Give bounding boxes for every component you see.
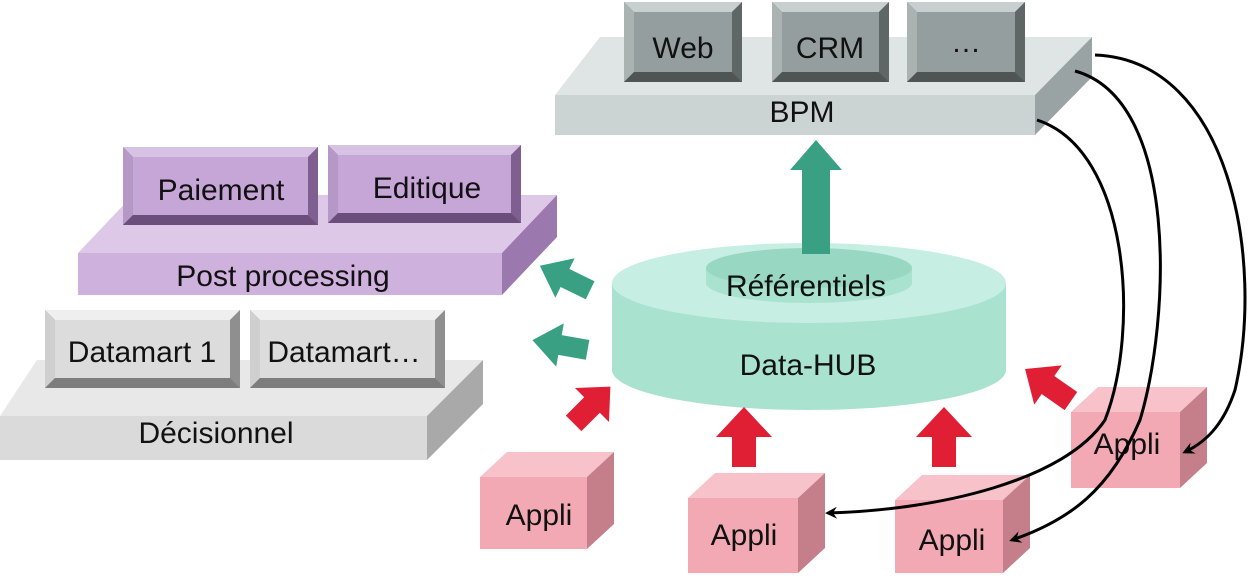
decisionnel-module-datamart-1-label: Datamart 1	[68, 336, 216, 369]
decisionnel-module-datamart-1: Datamart 1	[45, 310, 240, 388]
red-arrow-appli-3	[916, 407, 972, 467]
post-processing-module-editique: Editique	[328, 145, 521, 223]
bpm-label: BPM	[769, 96, 834, 129]
data-hub: Référentiels Data-HUB	[612, 243, 1006, 410]
decisionnel-label: Décisionnel	[138, 417, 293, 450]
bpm-to-applis-connectors	[825, 53, 1247, 543]
appli-label-1: Appli	[506, 499, 573, 532]
bpm-module-more: …	[907, 2, 1025, 82]
appli-box-1: Appli	[480, 452, 614, 549]
post-processing-module-paiement-label: Paiement	[158, 174, 285, 207]
curve-bpm-to-appli-2	[825, 118, 1126, 519]
decisionnel-layer: Décisionnel Datamart 1 Datamart…	[0, 310, 483, 460]
bpm-module-crm-label: CRM	[796, 32, 864, 65]
appli-label-3: Appli	[919, 524, 986, 557]
red-arrow-appli-4	[1025, 365, 1078, 411]
referentiels-label: Référentiels	[726, 270, 886, 303]
decisionnel-module-datamart-more-label: Datamart…	[267, 336, 420, 369]
post-processing-layer: Post processing Paiement Editique	[78, 145, 557, 295]
decisionnel-module-datamart-more: Datamart…	[250, 310, 445, 388]
appli-box-3: Appli	[895, 475, 1030, 573]
data-hub-label: Data-HUB	[740, 349, 877, 382]
curve-bpm-to-appli-3	[1009, 69, 1162, 543]
green-arrow-to-decisionnel	[532, 323, 590, 367]
appli-box-2: Appli	[688, 473, 825, 573]
green-arrow-to-post-processing	[539, 258, 595, 300]
bpm-module-more-label: …	[951, 26, 981, 59]
green-arrow-to-bpm	[790, 140, 842, 254]
bpm-layer: BPM Web CRM …	[555, 2, 1092, 135]
appli-label-2: Appli	[711, 519, 778, 552]
post-processing-module-paiement: Paiement	[123, 147, 318, 225]
red-arrow-appli-2	[716, 407, 772, 467]
curve-bpm-to-appli-4	[1094, 53, 1247, 454]
bpm-module-web-label: Web	[652, 32, 713, 65]
post-processing-label: Post processing	[176, 260, 389, 293]
bpm-module-web: Web	[624, 2, 742, 82]
red-arrow-appli-1	[565, 386, 611, 432]
bpm-module-crm: CRM	[772, 2, 889, 82]
post-processing-module-editique-label: Editique	[373, 172, 481, 205]
